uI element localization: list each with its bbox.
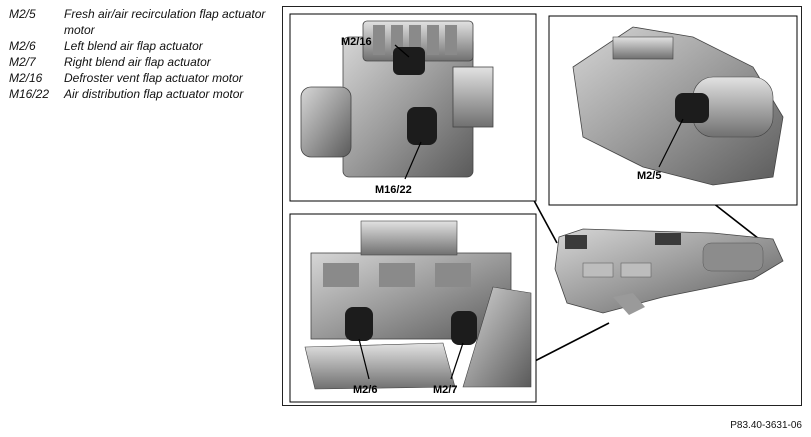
- legend-code: M2/16: [9, 71, 43, 85]
- callout-m16-22: M16/22: [375, 184, 412, 196]
- callout-m2-6: M2/6: [353, 384, 377, 396]
- callout-m2-16: M2/16: [341, 36, 372, 48]
- legend: M2/5 Fresh air/air recirculation flap ac…: [9, 6, 271, 102]
- legend-description: Defroster vent flap actuator motor: [64, 71, 243, 85]
- actuator-m16-22: [407, 107, 437, 145]
- hvac-unit-figure: M2/16 M16/22 M2/5 M2/6: [282, 6, 802, 406]
- legend-code: M2/6: [9, 39, 36, 53]
- legend-item-m2-16: M2/16 Defroster vent flap actuator motor: [9, 70, 271, 86]
- legend-description: Fresh air/air recirculation flap actuato…: [64, 7, 266, 37]
- actuator-m2-6: [345, 307, 373, 341]
- legend-description: Air distribution flap actuator motor: [64, 87, 244, 101]
- legend-item-m16-22: M16/22 Air distribution flap actuator mo…: [9, 86, 271, 102]
- legend-item-m2-7: M2/7 Right blend air flap actuator: [9, 54, 271, 70]
- detail-panel-blend-air: M2/6 M2/7: [289, 213, 537, 403]
- legend-description: Right blend air flap actuator: [64, 55, 211, 69]
- legend-item-m2-6: M2/6 Left blend air flap actuator: [9, 38, 271, 54]
- actuator-m2-5: [675, 93, 709, 123]
- leader-line: [530, 322, 610, 364]
- callout-m2-5: M2/5: [637, 170, 661, 182]
- hvac-unit-main: [554, 228, 784, 315]
- hvac-unit-illustration: M2/16 M16/22 M2/5 M2/6: [289, 13, 798, 403]
- actuator-m2-16: [393, 47, 425, 75]
- actuator-m2-7: [451, 311, 477, 345]
- figure-reference-code: P83.40-3631-06: [730, 420, 802, 431]
- legend-item-m2-5: M2/5 Fresh air/air recirculation flap ac…: [9, 6, 271, 38]
- legend-code: M2/7: [9, 55, 36, 69]
- detail-panel-recirculation: M2/5: [548, 15, 798, 206]
- detail-panel-defroster: M2/16 M16/22: [289, 13, 537, 202]
- legend-code: M2/5: [9, 7, 36, 21]
- leader-line: [530, 194, 558, 244]
- legend-code: M16/22: [9, 87, 50, 101]
- callout-m2-7: M2/7: [433, 384, 457, 396]
- legend-description: Left blend air flap actuator: [64, 39, 203, 53]
